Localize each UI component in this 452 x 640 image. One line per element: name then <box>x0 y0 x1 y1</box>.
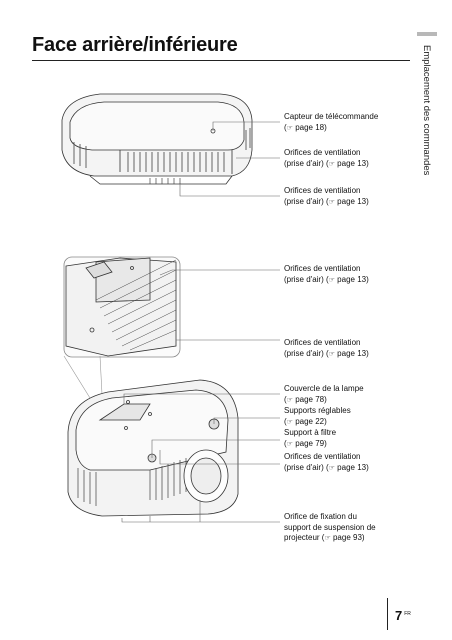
pointing-hand-icon: ☞ <box>328 463 335 472</box>
bottom-detail-inset <box>63 256 280 399</box>
callout-vent-3: Orifices de ventilation (prise d'air) (☞… <box>284 264 369 284</box>
callout-adjustable-feet: Supports réglables (☞ page 22) <box>284 406 351 426</box>
page-rule <box>387 598 388 630</box>
pointing-hand-icon: ☞ <box>286 417 293 426</box>
callout-filter-holder: Support à filtre (☞ page 79) <box>284 428 337 448</box>
pointing-hand-icon: ☞ <box>286 439 293 448</box>
callout-vent-2: Orifices de ventilation (prise d'air) (☞… <box>284 186 369 206</box>
section-label: Emplacement des commandes <box>421 45 432 176</box>
projector-bottom-illustration <box>67 379 280 523</box>
pointing-hand-icon: ☞ <box>328 275 335 284</box>
callout-vent-4: Orifices de ventilation (prise d'air) (☞… <box>284 338 369 358</box>
callout-vent-5: Orifices de ventilation (prise d'air) (☞… <box>284 452 369 472</box>
callout-remote-sensor: Capteur de télécommande (☞ page 18) <box>284 112 379 132</box>
projector-rear-illustration <box>61 93 280 197</box>
pointing-hand-icon: ☞ <box>328 159 335 168</box>
section-tab <box>417 32 437 36</box>
pointing-hand-icon: ☞ <box>328 197 335 206</box>
page-language: FR <box>404 610 411 617</box>
pointing-hand-icon: ☞ <box>328 349 335 358</box>
pointing-hand-icon: ☞ <box>324 534 331 542</box>
title-rule <box>32 60 410 61</box>
page-title: Face arrière/inférieure <box>32 34 238 56</box>
callout-vent-1: Orifices de ventilation (prise d'air) (☞… <box>284 148 369 168</box>
pointing-hand-icon: ☞ <box>286 395 293 404</box>
callout-lamp-cover: Couvercle de la lampe (☞ page 78) <box>284 384 364 404</box>
callout-mount-hole: Orifice de fixation du support de suspen… <box>284 512 376 542</box>
pointing-hand-icon: ☞ <box>286 123 293 132</box>
